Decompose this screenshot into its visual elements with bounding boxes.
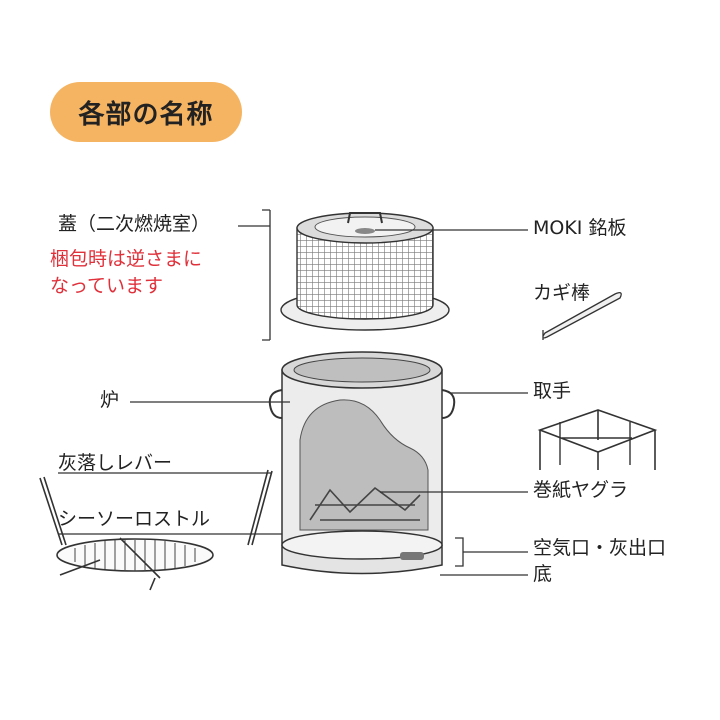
handle-label: 取手: [533, 380, 572, 402]
lid-bracket: [262, 209, 271, 341]
lid-part: [280, 212, 450, 331]
grate-label: シーソーロストル: [58, 508, 211, 530]
air-inlet-bracket: [455, 537, 464, 567]
nameplate-label: MOKI 銘板: [533, 217, 627, 239]
furnace-label: 炉: [100, 389, 120, 411]
paper-rack-label: 巻紙ヤグラ: [533, 479, 629, 501]
hook-rod-label: カギ棒: [533, 282, 591, 304]
page-title: 各部の名称: [78, 99, 214, 130]
lid-note-line2: なっています: [50, 274, 164, 297]
ash-lever: [39, 469, 273, 546]
air-inlet-label: 空気口・灰出口: [533, 537, 667, 559]
lid-note: 梱包時は逆さまに なっています: [50, 246, 202, 299]
paper-rack-part: [537, 409, 658, 470]
lid-label: 蓋（二次燃焼室）: [58, 213, 211, 235]
title-badge: 各部の名称: [50, 82, 242, 142]
furnace-part: [268, 351, 456, 575]
lid-note-line1: 梱包時は逆さまに: [50, 248, 203, 270]
grate-part: [56, 537, 214, 591]
ash-lever-label: 灰落しレバー: [58, 452, 173, 474]
hook-rod: [542, 292, 622, 340]
bottom-label: 底: [533, 563, 553, 585]
